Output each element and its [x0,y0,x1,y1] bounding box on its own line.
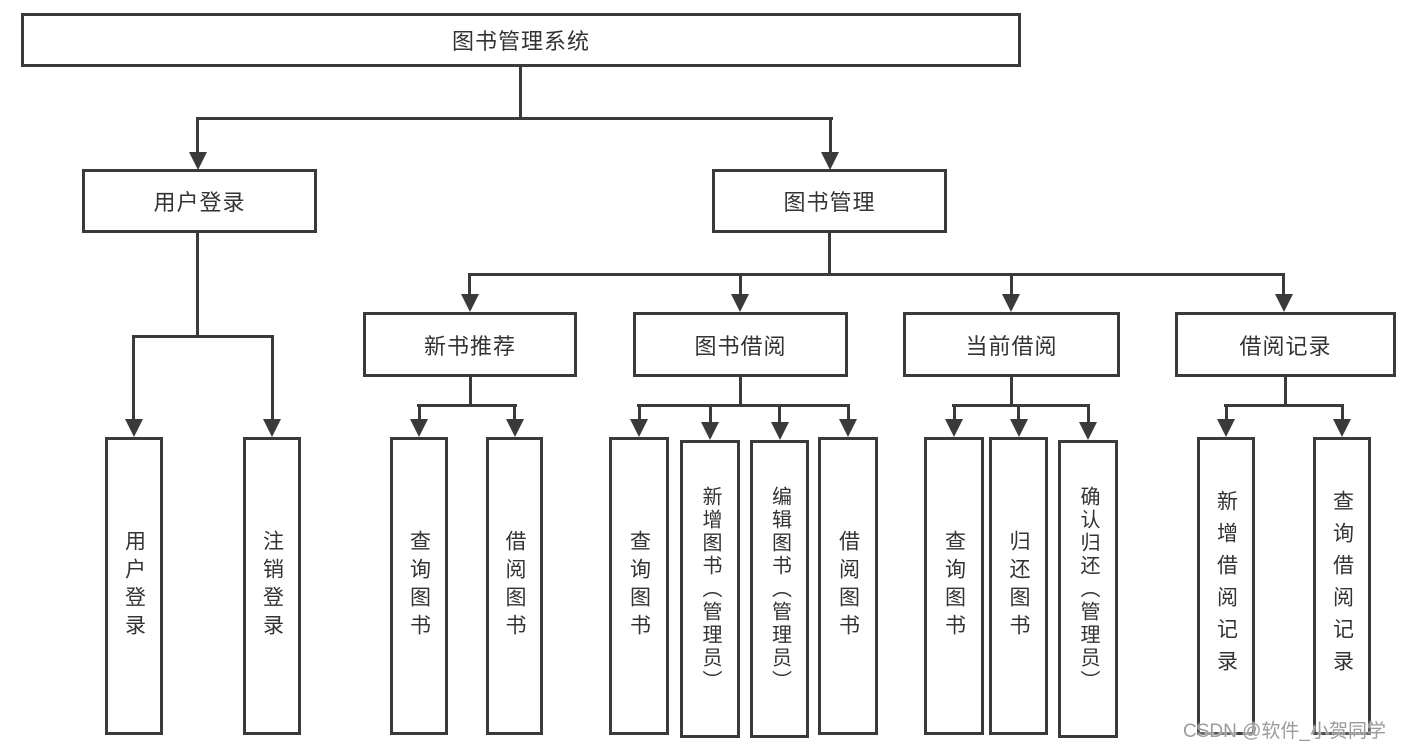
connector-line [519,67,522,120]
arrow-down-icon [771,422,789,440]
connector-line [952,404,1090,407]
leaf-add-borrow-record: 新增借阅记录 [1197,437,1255,735]
node-borrow-record: 借阅记录 [1175,312,1396,377]
arrow-down-icon [630,419,648,437]
connector-line [468,273,1285,276]
connector-line [468,273,471,298]
connector-line [196,117,833,120]
leaf-newbook-borrow-book: 借阅图书 [486,437,543,735]
connector-line [1010,273,1013,298]
node-new-book-recommend-label: 新书推荐 [423,333,516,359]
connector-line [1282,273,1285,298]
leaf-borrow-book-label: 借阅图书 [836,530,860,642]
connector-line [637,404,850,407]
node-book-borrow: 图书借阅 [633,312,848,377]
arrow-down-icon [731,294,749,312]
leaf-newbook-query-book: 查询图书 [390,437,448,735]
connector-line [739,273,742,298]
node-new-book-recommend: 新书推荐 [363,312,577,377]
connector-line [1341,404,1344,421]
arrow-down-icon [701,422,719,440]
leaf-query-borrow-record-label: 查询借阅记录 [1330,490,1354,682]
connector-line [778,404,781,424]
connector-line [1225,404,1228,421]
node-library-system: 图书管理系统 [21,13,1021,67]
leaf-return-book: 归还图书 [989,437,1048,735]
leaf-add-book-admin: 新增图书（管理员） [680,440,740,738]
leaf-query-borrow-record: 查询借阅记录 [1313,437,1371,735]
connector-line [469,377,472,407]
node-book-mgmt: 图书管理 [712,169,947,233]
leaf-current-query-book-label: 查询图书 [942,530,966,642]
connector-line [1087,404,1090,424]
arrow-down-icon [125,419,143,437]
leaf-borrow-query-book-label: 查询图书 [627,530,651,642]
connector-line [132,335,274,338]
connector-line [1224,404,1344,407]
leaf-newbook-query-book-label: 查询图书 [407,530,431,642]
arrow-down-icon [1002,294,1020,312]
leaf-current-query-book: 查询图书 [924,437,984,735]
leaf-edit-book-admin: 编辑图书（管理员） [750,440,809,738]
leaf-add-borrow-record-label: 新增借阅记录 [1214,490,1238,682]
connector-line [709,404,712,424]
leaf-return-book-label: 归还图书 [1007,530,1030,642]
connector-line [828,233,831,276]
node-user-login-label: 用户登录 [153,190,246,215]
arrow-down-icon [263,419,281,437]
arrow-down-icon [1010,419,1028,437]
arrow-down-icon [506,419,524,437]
arrow-down-icon [1079,422,1097,440]
connector-line [1010,377,1013,407]
connector-line [417,404,517,407]
arrow-down-icon [945,419,963,437]
arrow-down-icon [461,294,479,312]
connector-line [638,404,641,421]
arrow-down-icon [839,419,857,437]
connector-line [196,233,199,338]
leaf-borrow-query-book: 查询图书 [609,437,669,735]
node-borrow-record-label: 借阅记录 [1239,333,1332,359]
leaf-logout-login-label: 注销登录 [260,530,284,642]
connector-line [1284,377,1287,407]
connector-line [739,377,742,407]
connector-line [829,117,832,155]
node-book-borrow-label: 图书借阅 [694,333,787,359]
connector-line [1017,404,1020,421]
leaf-edit-book-admin-label: 编辑图书（管理员） [768,485,791,693]
arrow-down-icon [189,152,207,170]
arrow-down-icon [821,152,839,170]
leaf-borrow-book: 借阅图书 [818,437,878,735]
node-book-mgmt-label: 图书管理 [783,190,876,215]
connector-line [271,335,274,421]
leaf-user-login: 用户登录 [105,437,163,735]
arrow-down-icon [1217,419,1235,437]
connector-line [847,404,850,421]
connector-line [953,404,956,421]
leaf-user-login-label: 用户登录 [122,530,146,642]
arrow-down-icon [410,419,428,437]
connector-line [513,404,516,421]
node-library-system-label: 图书管理系统 [451,29,590,54]
arrow-down-icon [1333,419,1351,437]
node-user-login: 用户登录 [82,169,317,233]
node-current-borrow: 当前借阅 [903,312,1120,377]
connector-line [418,404,421,421]
arrow-down-icon [1275,294,1293,312]
leaf-confirm-return-admin: 确认归还（管理员） [1058,440,1118,738]
node-current-borrow-label: 当前借阅 [965,333,1058,359]
connector-line [132,335,135,421]
leaf-add-book-admin-label: 新增图书（管理员） [699,485,721,693]
connector-line [196,117,199,155]
leaf-logout-login: 注销登录 [243,437,301,735]
leaf-confirm-return-admin-label: 确认归还（管理员） [1077,485,1099,693]
leaf-newbook-borrow-book-label: 借阅图书 [503,530,526,642]
watermark-text: CSDN @软件_小贺同学 [1183,721,1386,742]
